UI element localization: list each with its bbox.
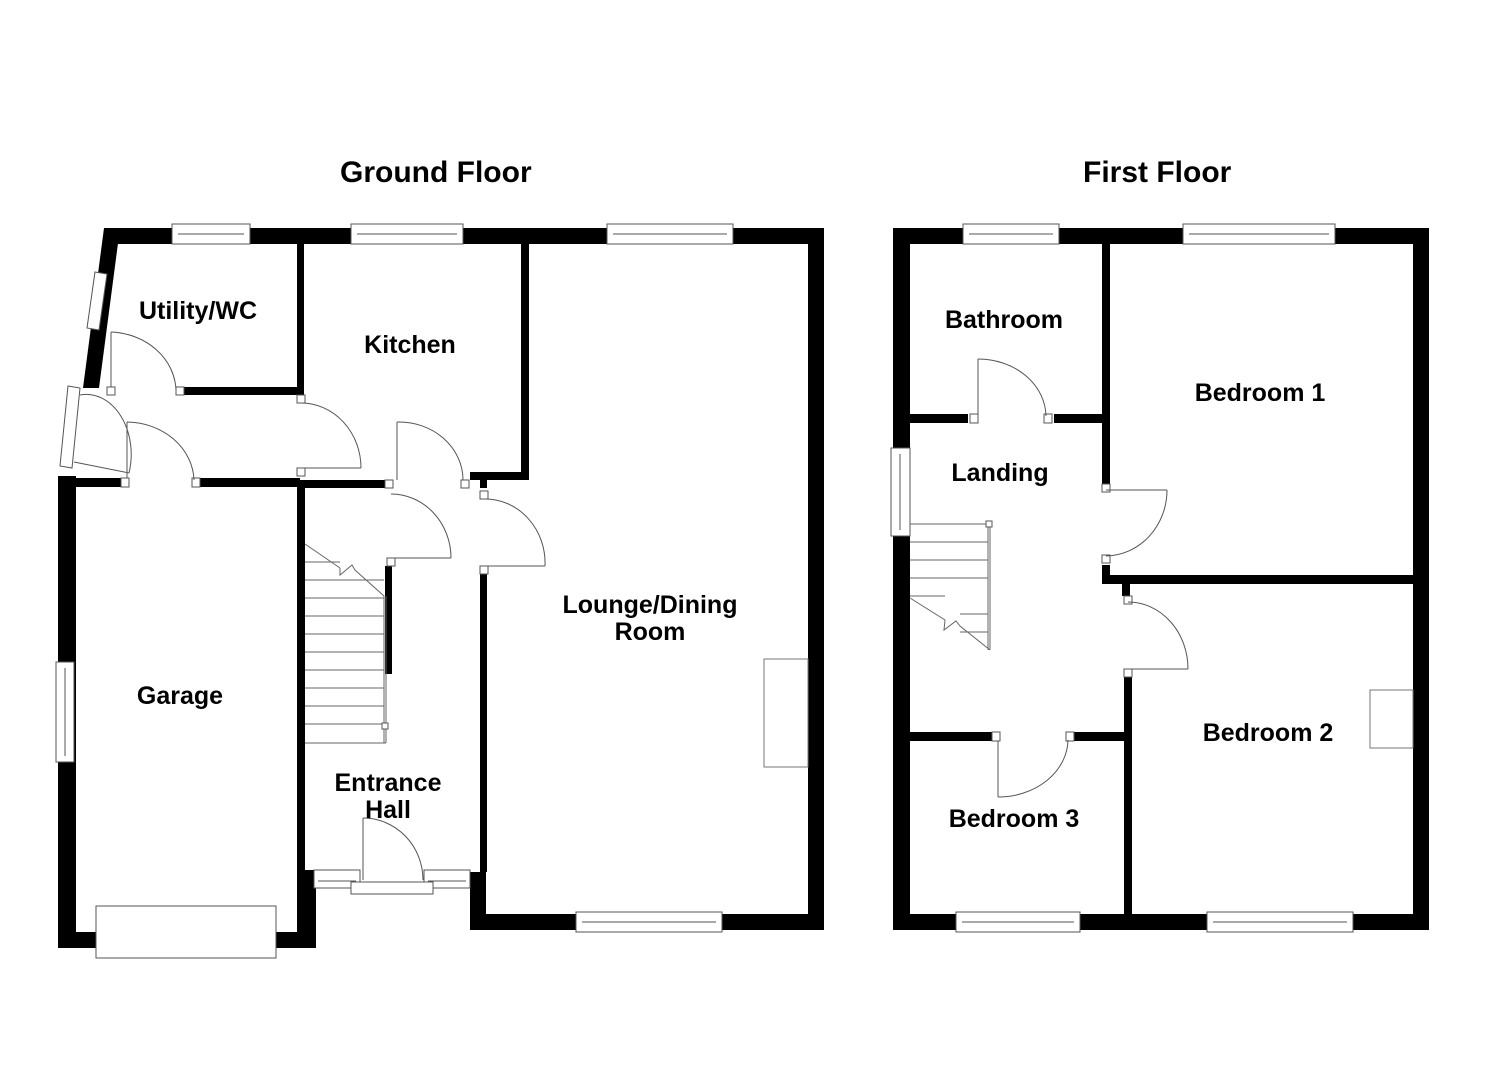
room-label-garage: Garage (136, 682, 224, 710)
room-label-bathroom: Bathroom (944, 306, 1064, 334)
room-label-kitchen: Kitchen (364, 331, 456, 359)
room-label-bedroom-1: Bedroom 1 (1194, 379, 1326, 407)
room-label-utility: Utility/WC (138, 297, 258, 325)
first-floor-title: First Floor (1083, 156, 1232, 189)
staircase-ground (304, 543, 389, 744)
room-label-entrance-hall: Entrance Hall (334, 769, 442, 824)
room-label-bedroom-2: Bedroom 2 (1202, 719, 1334, 747)
room-label-lounge-dining: Lounge/Dining Room (562, 591, 738, 646)
ground-floor-title: Ground Floor (340, 156, 532, 189)
first-floor-plan (890, 223, 1429, 933)
ground-floor-plan (55, 223, 824, 959)
room-label-bedroom-3: Bedroom 3 (948, 805, 1080, 833)
room-label-landing: Landing (951, 459, 1049, 487)
staircase-first (909, 520, 993, 651)
